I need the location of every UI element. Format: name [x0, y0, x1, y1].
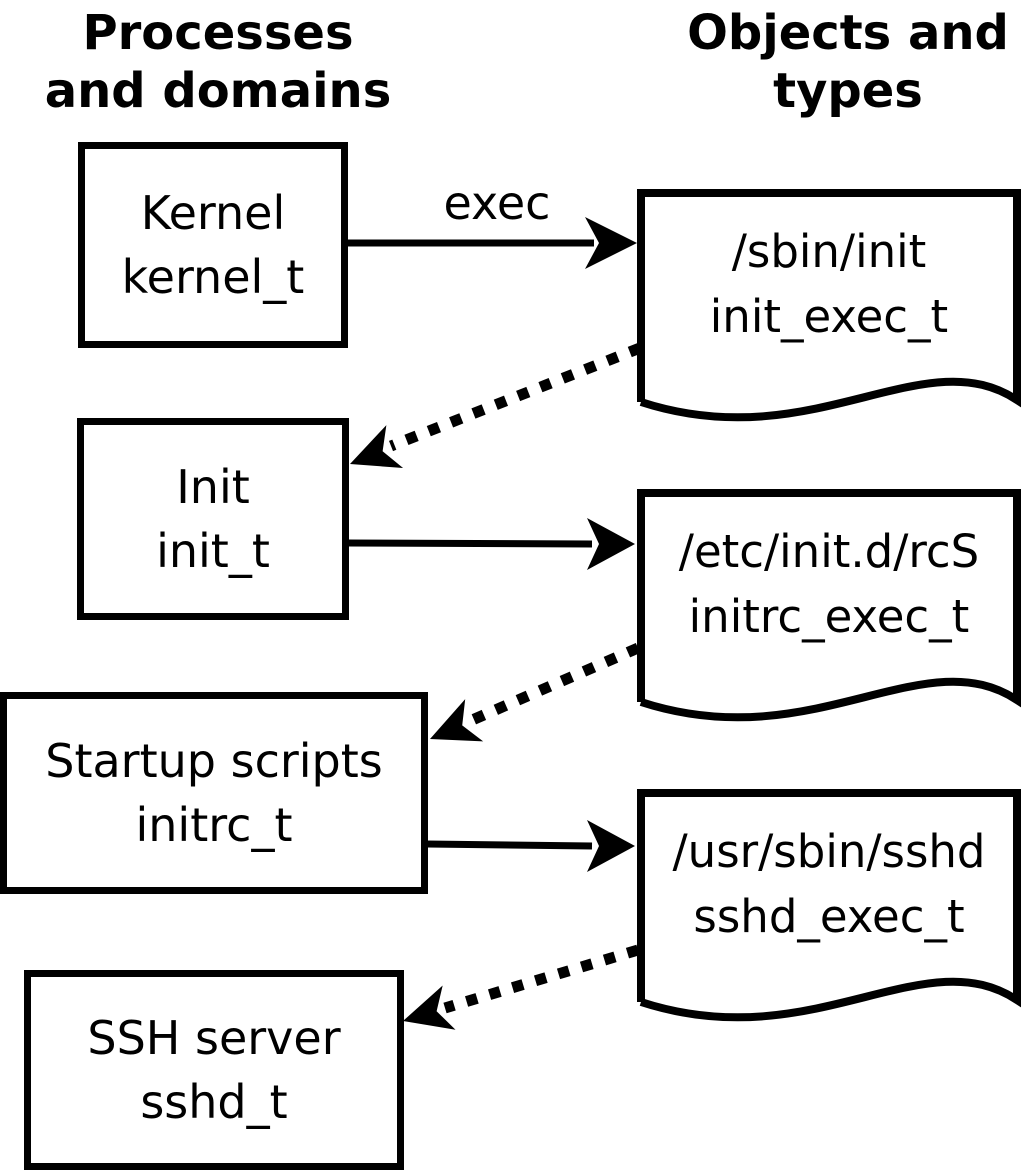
process-domain-label: kernel_t: [121, 250, 305, 304]
process-box-ssh-server: SSH server sshd_t: [24, 970, 404, 1170]
object-doc-etc-initd-rcs: /etc/init.d/rcS initrc_exec_t: [633, 486, 1024, 738]
process-name: Kernel: [140, 186, 286, 240]
document-shape-icon: [637, 789, 1021, 1022]
transition-arrow-rcs-to-startup: [430, 642, 641, 742]
process-domain-label: sshd_t: [140, 1075, 288, 1129]
column-header-objects: Objects and types: [656, 4, 1024, 120]
transition-arrow-sshd-to-ssh-server: [403, 944, 640, 1030]
header-objects-line2: types: [773, 63, 923, 119]
object-type-label: init_exec_t: [709, 290, 949, 343]
process-name: Startup scripts: [45, 734, 383, 788]
object-type-label: sshd_exec_t: [693, 890, 965, 943]
header-objects-line1: Objects and: [687, 5, 1009, 61]
process-box-startup-scripts: Startup scripts initrc_t: [0, 692, 428, 894]
process-domain-label: init_t: [156, 524, 270, 578]
exec-arrow-label: exec: [443, 176, 551, 230]
process-name: Init: [176, 460, 250, 514]
document-shape-icon: [637, 189, 1021, 422]
document-shape-icon: [637, 489, 1021, 722]
object-path: /usr/sbin/sshd: [672, 825, 986, 878]
process-domain-label: initrc_t: [135, 798, 293, 852]
header-processes-line1: Processes: [82, 5, 354, 61]
process-box-init: Init init_t: [77, 418, 349, 620]
column-header-processes: Processes and domains: [10, 4, 426, 120]
object-type-label: initrc_exec_t: [688, 590, 970, 643]
object-path: /sbin/init: [731, 225, 927, 278]
object-doc-sbin-init: /sbin/init init_exec_t: [633, 186, 1024, 438]
header-processes-line2: and domains: [44, 63, 392, 119]
process-box-kernel: Kernel kernel_t: [78, 142, 348, 348]
object-path: /etc/init.d/rcS: [678, 525, 980, 578]
object-doc-usr-sbin-sshd: /usr/sbin/sshd sshd_exec_t: [633, 786, 1024, 1038]
process-name: SSH server: [87, 1011, 341, 1065]
exec-arrow-init-to-rcs: [346, 518, 635, 570]
transition-arrow-sbin-init-to-init: [350, 342, 643, 468]
exec-arrow-startup-to-sshd: [426, 820, 635, 872]
